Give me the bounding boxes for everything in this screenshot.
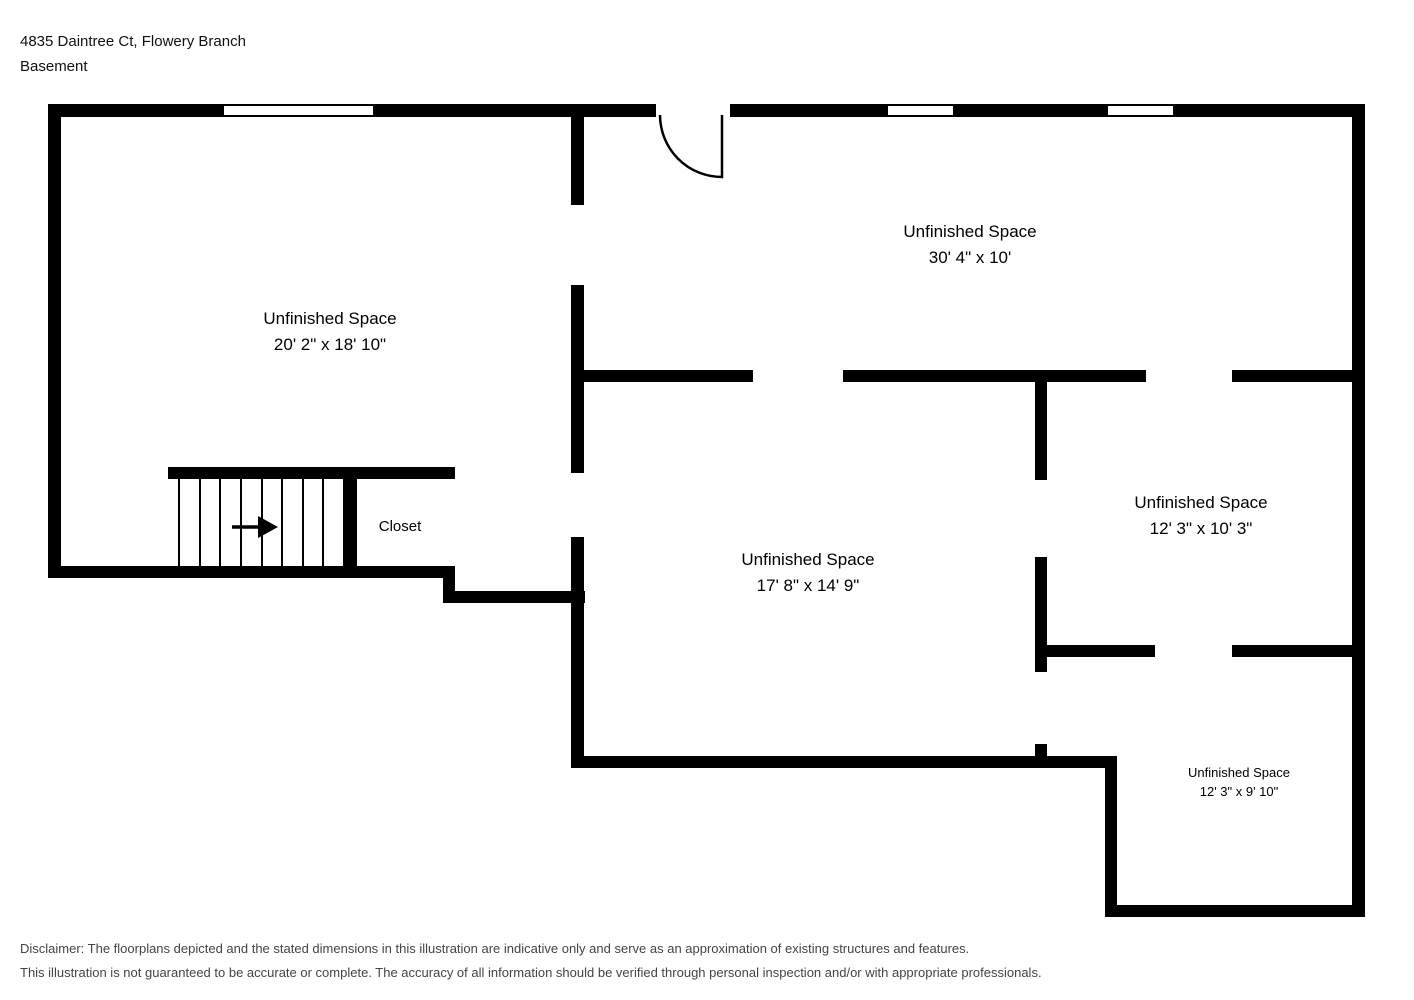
wall-segment xyxy=(1105,756,1117,917)
room-name: Unfinished Space xyxy=(1188,765,1290,780)
wall-segment xyxy=(1105,905,1365,917)
room-dims: 30' 4" x 10' xyxy=(928,248,1012,267)
door-arc xyxy=(658,115,724,179)
room-name: Unfinished Space xyxy=(1134,493,1268,512)
window xyxy=(222,104,375,117)
stair-tread xyxy=(201,479,222,566)
floor-title: Basement xyxy=(20,58,88,75)
closet-label: Closet xyxy=(378,518,422,535)
stair-tread xyxy=(221,479,242,566)
wall-segment xyxy=(1232,645,1365,657)
room-label-middle: Unfinished Space 17' 8" x 14' 9" xyxy=(658,547,958,599)
window xyxy=(886,104,955,117)
room-name: Unfinished Space xyxy=(903,222,1037,241)
room-dims: 20' 2" x 18' 10" xyxy=(273,335,387,354)
stair-tread xyxy=(263,479,284,566)
door-opening xyxy=(656,103,730,118)
room-name: Unfinished Space xyxy=(263,309,397,328)
disclaimer-line-1: Disclaimer: The floorplans depicted and … xyxy=(20,941,970,956)
wall-segment xyxy=(571,537,584,603)
wall-segment xyxy=(843,370,1146,382)
wall-segment xyxy=(48,566,455,578)
wall-segment xyxy=(578,756,1117,768)
wall-segment xyxy=(1035,645,1155,657)
room-label-left: Unfinished Space 20' 2" x 18' 10" xyxy=(180,306,480,358)
staircase xyxy=(178,479,345,566)
wall-segment xyxy=(345,467,357,578)
wall-segment xyxy=(48,104,61,578)
room-dims: 12' 3" x 10' 3" xyxy=(1149,519,1253,538)
window xyxy=(1106,104,1175,117)
stair-tread xyxy=(324,479,345,566)
wall-segment xyxy=(1232,370,1365,382)
stair-tread xyxy=(283,479,304,566)
room-label-top-right: Unfinished Space 30' 4" x 10' xyxy=(820,219,1120,271)
stairs-direction-arrow xyxy=(232,516,278,538)
stair-tread xyxy=(304,479,325,566)
room-label-right: Unfinished Space 12' 3" x 10' 3" xyxy=(1051,490,1351,542)
header: 4835 Daintree Ct, Flowery Branch Basemen… xyxy=(20,29,246,79)
room-label-bottom-right: Unfinished Space 12' 3" x 9' 10" xyxy=(1139,763,1339,801)
room-dims: 17' 8" x 14' 9" xyxy=(756,576,860,595)
wall-segment xyxy=(1035,744,1047,768)
stair-tread xyxy=(180,479,201,566)
disclaimer-line-2: This illustration is not guaranteed to b… xyxy=(20,965,1042,980)
wall-segment xyxy=(1352,104,1365,917)
address-title: 4835 Daintree Ct, Flowery Branch xyxy=(20,33,246,50)
room-dims: 12' 3" x 9' 10" xyxy=(1199,784,1279,799)
wall-segment xyxy=(578,370,753,382)
wall-segment xyxy=(571,104,584,205)
room-name: Unfinished Space xyxy=(741,550,875,569)
wall-segment xyxy=(1035,557,1047,672)
wall-segment xyxy=(1035,370,1047,480)
wall-segment xyxy=(571,591,584,768)
disclaimer: Disclaimer: The floorplans depicted and … xyxy=(20,937,1042,985)
wall-segment xyxy=(443,591,585,603)
wall-segment xyxy=(168,467,455,479)
wall-segment xyxy=(571,285,584,473)
